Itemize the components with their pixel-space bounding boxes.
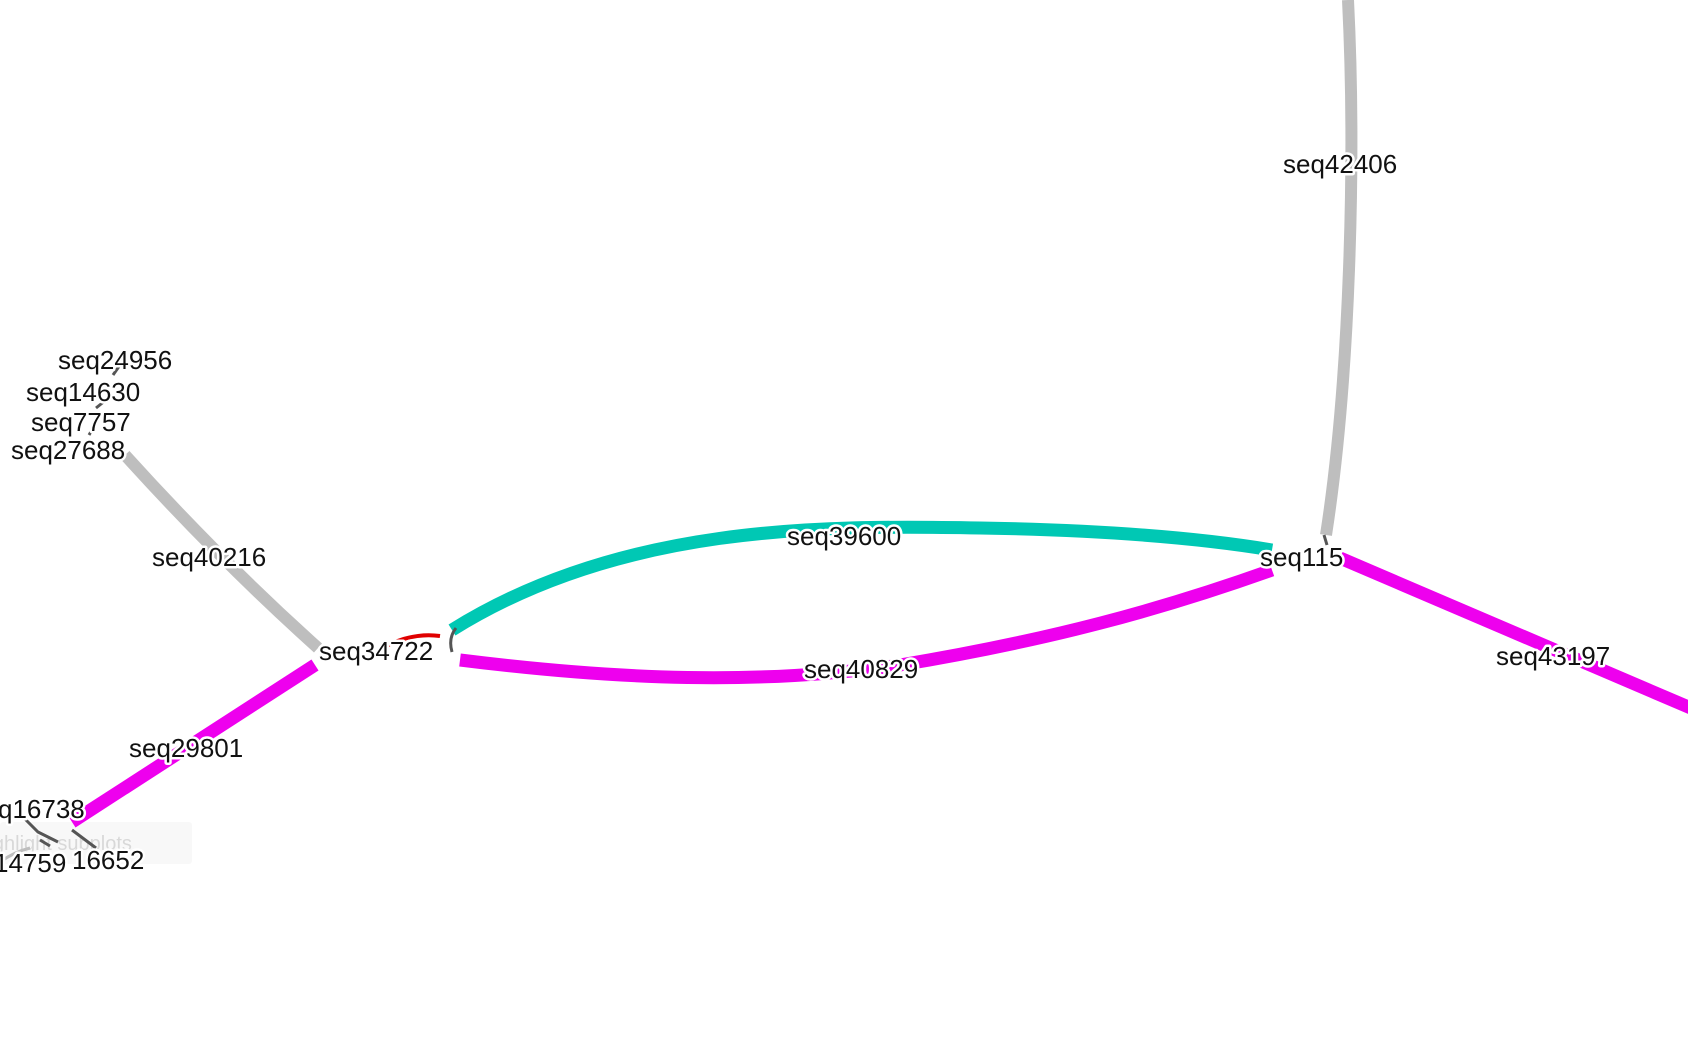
label-seq43197[interactable]: seq43197 xyxy=(1494,639,1613,674)
label-seq29801[interactable]: seq29801 xyxy=(127,731,246,766)
edge-seq40216[interactable] xyxy=(120,450,323,653)
subplots-overlay-label: Highlight subplots xyxy=(0,833,132,855)
link-seq7757 xyxy=(87,424,97,436)
link-seq14759 xyxy=(39,838,51,848)
label-seq16738[interactable]: q16738 xyxy=(0,792,87,827)
label-seq34722[interactable]: seq34722 xyxy=(317,634,436,669)
edge-seq29801[interactable] xyxy=(68,659,319,828)
edge-seq39600[interactable] xyxy=(448,520,1274,636)
edge-seq43197[interactable] xyxy=(1337,552,1688,714)
label-seq42406[interactable]: seq42406 xyxy=(1281,147,1400,182)
label-seq27688[interactable]: seq27688 xyxy=(9,433,128,468)
label-seq115[interactable]: seq115 xyxy=(1258,540,1346,575)
subplots-overlay[interactable] xyxy=(0,822,192,864)
label-seq16652[interactable]: 16652 xyxy=(70,843,147,878)
label-seq7757[interactable]: seq7757 xyxy=(29,405,134,440)
link-seq115 xyxy=(1322,534,1329,546)
label-seq14759[interactable]: 14759 xyxy=(0,846,69,881)
label-seq40829[interactable]: seq40829 xyxy=(802,652,921,687)
link-seq16652 xyxy=(71,828,97,850)
label-seq24956[interactable]: seq24956 xyxy=(56,343,175,378)
link-seq16738 xyxy=(22,816,59,844)
link-seq24956 xyxy=(111,364,122,376)
label-seq14630[interactable]: seq14630 xyxy=(24,375,143,410)
label-seq40216[interactable]: seq40216 xyxy=(150,540,269,575)
link-seq34722 xyxy=(449,627,458,653)
edge-seq42406[interactable] xyxy=(1320,0,1358,536)
link-seq14759-gray xyxy=(0,846,31,864)
link-seq14630 xyxy=(95,398,107,410)
edge-seq40829[interactable] xyxy=(459,563,1275,685)
edge-seq34722-loop[interactable] xyxy=(381,633,441,650)
label-seq39600[interactable]: seq39600 xyxy=(785,519,904,554)
